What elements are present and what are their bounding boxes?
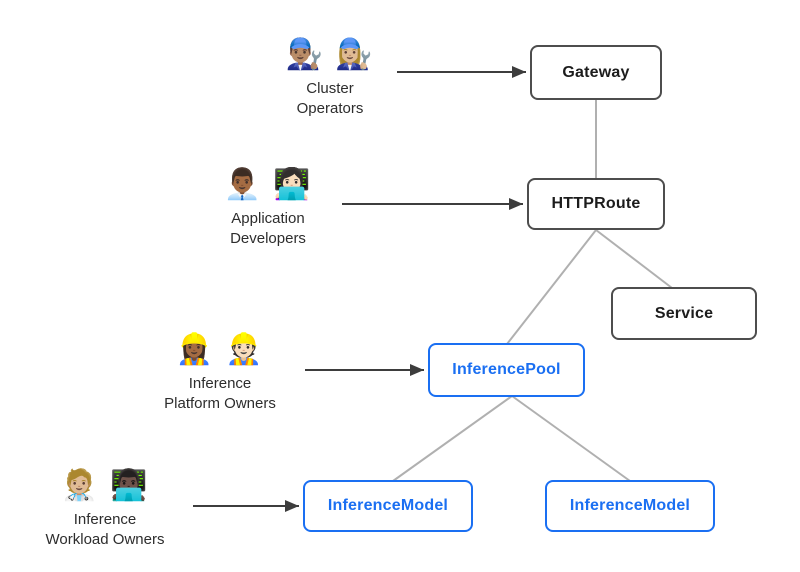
persona-label: Inference Platform Owners [164, 375, 276, 412]
node-inferencepool: InferencePool [428, 343, 585, 397]
node-httproute: HTTPRoute [527, 178, 665, 230]
workload-owners-emoji-icon: 🧑🏼‍⚕️ 👨🏿‍💻 [60, 469, 150, 502]
node-inferencemodel-right: InferenceModel [545, 480, 715, 532]
construction-workers-emoji-icon: 👷🏾‍♀️ 👷🏻 [175, 333, 265, 366]
mechanics-emoji-icon: 👨🏽‍🔧 👩🏼‍🔧 [285, 38, 375, 71]
persona-label: Application Developers [230, 210, 306, 247]
node-service: Service [611, 287, 757, 340]
persona-label: Cluster Operators [296, 80, 364, 117]
persona-inference-platform-owners: 👷🏾‍♀️ 👷🏻 Inference Platform Owners [122, 329, 318, 414]
connector-httproute-service [595, 229, 673, 289]
developers-emoji-icon: 👨🏾‍💼 👩🏻‍💻 [223, 168, 313, 201]
persona-label: Inference Workload Owners [45, 511, 165, 548]
connector-inferencepool-inferencemodel-left [392, 395, 513, 482]
node-inferencemodel-left: InferenceModel [303, 480, 473, 532]
connector-inferencepool-inferencemodel-right [511, 395, 631, 482]
persona-inference-workload-owners: 🧑🏼‍⚕️ 👨🏿‍💻 Inference Workload Owners [7, 465, 203, 550]
connector-httproute-inferencepool [506, 229, 597, 345]
node-gateway: Gateway [530, 45, 662, 100]
persona-cluster-operators: 👨🏽‍🔧 👩🏼‍🔧 Cluster Operators [250, 34, 410, 119]
persona-application-developers: 👨🏾‍💼 👩🏻‍💻 Application Developers [188, 164, 348, 249]
